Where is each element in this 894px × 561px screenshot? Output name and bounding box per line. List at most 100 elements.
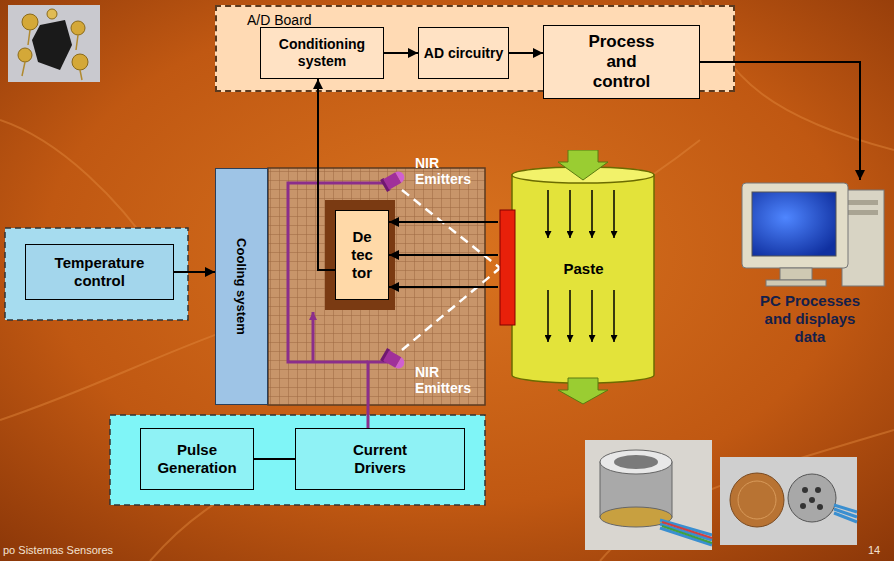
sensor-head-photo — [662, 526, 712, 543]
connector-arrow — [389, 286, 498, 288]
flow-arrow — [558, 150, 608, 180]
coin-comparison-photo — [815, 487, 821, 493]
process-box: Pulse Generation — [140, 428, 254, 490]
coin-comparison-photo — [738, 481, 776, 519]
driver-panel — [110, 415, 485, 505]
coin-comparison-photo — [788, 474, 836, 522]
connector-arrow — [254, 458, 295, 460]
sensor-head-photo — [585, 440, 712, 550]
detector-box: De tec tor — [335, 210, 389, 300]
pc-icon — [752, 192, 836, 256]
footer-text: po Sistemas Sensores — [3, 544, 113, 557]
flow-arrow — [613, 290, 615, 342]
light-path — [402, 190, 500, 350]
coin-comparison-photo — [730, 473, 784, 527]
temperature-panel — [5, 228, 188, 320]
sensor-window — [500, 210, 515, 325]
detector-mount — [325, 200, 395, 310]
cylinder-shape — [498, 150, 660, 405]
node-text: Paste — [512, 260, 655, 278]
nir-emitter — [395, 169, 406, 182]
flow-arrow — [547, 190, 549, 238]
light-path — [402, 190, 500, 268]
laser-diode-photo — [8, 5, 100, 82]
laser-diode-photo — [47, 9, 57, 19]
cylinder-body — [512, 175, 654, 383]
coin-comparison-photo — [800, 503, 806, 509]
node-text: A/D Board — [247, 12, 733, 29]
pc-icon — [742, 183, 848, 268]
control-box: Temperature control — [25, 244, 174, 300]
node-text: Process and control — [577, 32, 667, 92]
flow-arrow — [569, 190, 571, 238]
node-text: Cooling system — [233, 168, 250, 405]
flow-arrow — [558, 378, 608, 404]
laser-diode-photo — [8, 5, 100, 82]
flow-arrow — [569, 290, 571, 342]
coin-comparison-photo — [809, 497, 815, 503]
connector-arrow — [318, 79, 335, 270]
branch-texture — [0, 140, 700, 420]
flow-arrow — [613, 190, 615, 238]
page-number: 14 — [868, 544, 880, 557]
node-text: Conditioning system — [265, 36, 379, 70]
node-text: Pulse Generation — [145, 441, 249, 477]
computer-node: PC Processes and displays data — [735, 180, 885, 350]
emitter-wire — [288, 183, 388, 428]
cooling-band: Cooling system — [215, 168, 268, 405]
connector-arrow — [174, 271, 215, 273]
connector-arrow — [700, 62, 860, 180]
connector-arrow — [389, 221, 498, 223]
node-text: AD circuitry — [424, 45, 503, 62]
emitter-wire — [368, 362, 388, 428]
flow-arrow — [591, 190, 593, 238]
sensor-head-photo — [662, 522, 712, 538]
laser-diode-photo — [71, 21, 85, 35]
nir-emitter — [380, 348, 407, 372]
pc-icon — [848, 210, 878, 215]
coin-comparison-photo — [817, 504, 823, 510]
emitter-label: NIR Emitters — [415, 364, 485, 396]
node-text: De tec tor — [342, 228, 382, 282]
light-path — [402, 268, 500, 350]
emitter-label: NIR Emitters — [415, 155, 485, 187]
board-panel: A/D BoardConditioning system AD circuitry… — [215, 5, 735, 92]
sensor-head-photo — [600, 450, 672, 474]
connector-arrow — [384, 52, 418, 54]
coin-comparison-photo — [720, 457, 857, 545]
connector-arrow — [509, 52, 543, 54]
coin-comparison-photo — [802, 487, 808, 493]
paste-cylinder: Paste — [498, 150, 660, 405]
node-text: Current Drivers — [340, 441, 420, 477]
pc-icon — [848, 200, 878, 205]
process-box: Process and control — [543, 25, 700, 99]
coin-comparison-photo — [834, 505, 857, 522]
process-box: Conditioning system — [260, 27, 384, 79]
coin-comparison-photo — [720, 457, 857, 545]
pc-icon — [766, 280, 826, 286]
sensor-head-photo — [660, 520, 712, 545]
laser-diode-photo — [22, 30, 82, 80]
laser-diode-photo — [32, 20, 72, 70]
node-text: PC Processes and displays data — [750, 292, 870, 346]
sensor-head-photo — [614, 455, 658, 469]
sensor-board — [268, 168, 485, 405]
nir-emitter — [380, 168, 407, 192]
laser-diode-photo — [18, 48, 32, 62]
sensor-head-photo — [585, 440, 712, 550]
node-text: Temperature control — [30, 254, 169, 290]
process-box: Current Drivers — [295, 428, 465, 490]
laser-diode-photo — [72, 54, 88, 70]
nir-emitter — [395, 357, 406, 370]
laser-diode-photo — [22, 14, 38, 30]
flow-arrow — [547, 290, 549, 342]
process-box: AD circuitry — [418, 27, 509, 79]
pc-icon — [742, 183, 884, 286]
flow-arrow — [591, 290, 593, 342]
pc-icon — [780, 268, 812, 280]
connector-arrow — [389, 254, 498, 256]
emitter-wire — [312, 312, 315, 362]
